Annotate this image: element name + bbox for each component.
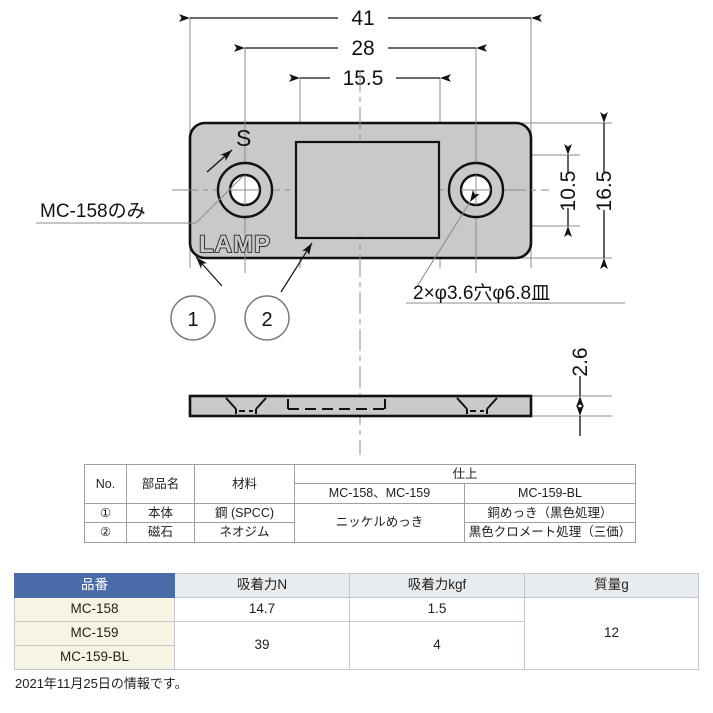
spec-table: 品番 吸着力N 吸着力kgf 質量g MC-158 14.7 1.5 12 MC… — [14, 573, 699, 670]
finish-table-row: ① 本体 鋼 (SPCC) ニッケルめっき 銅めっき（黒色処理） — [84, 502, 636, 543]
finish-row2-finish-bl: 黒色クロメート処理（三価） — [464, 522, 636, 543]
spec-row1-force-n: 14.7 — [174, 597, 350, 622]
dimension-16-5-label: 16.5 — [593, 171, 616, 212]
dimension-10-5-label: 10.5 — [557, 171, 580, 212]
dimension-41-label: 41 — [351, 7, 374, 30]
spec-row1-part-no: MC-158 — [14, 597, 175, 622]
dimension-15-5-label: 15.5 — [343, 67, 384, 90]
dimension-28-label: 28 — [351, 37, 374, 60]
finish-header-part-name: 部品名 — [126, 464, 195, 504]
note-mc158-only: MC-158のみ — [36, 175, 244, 224]
front-view: S LAMP — [172, 70, 549, 455]
finish-row2-no: ② — [84, 522, 127, 543]
spec-row2-force-kgf: 4 — [349, 621, 525, 670]
spec-table-row: MC-159-BL — [14, 645, 699, 670]
finish-row1-part-name: 本体 — [126, 502, 195, 524]
polarity-mark-label: S — [236, 125, 251, 151]
finish-header-no: No. — [84, 464, 127, 504]
balloon-1-circle — [170, 295, 216, 341]
finish-row2-material: ネオジム — [194, 522, 295, 543]
magnet-hidden-outline — [287, 399, 386, 410]
spec-table-header-row: 品番 吸着力N 吸着力kgf 質量g — [14, 573, 699, 598]
spec-header-part-no: 品番 — [14, 573, 175, 598]
spec-header-mass: 質量g — [524, 573, 699, 598]
finish-table-subheader-row: MC-158、MC-159 MC-159-BL — [85, 483, 636, 504]
footnote: 2021年11月25日の情報です。 — [15, 676, 188, 691]
dimension-28: 28 — [234, 37, 487, 60]
spec-table-row: MC-159 39 4 — [14, 621, 699, 670]
countersink-left — [225, 397, 267, 414]
finish-row1-finish-std: ニッケルめっき — [294, 502, 465, 543]
dimension-10-5: 10.5 — [557, 144, 580, 237]
dimension-15-5: 15.5 — [289, 67, 451, 90]
section-view — [188, 394, 533, 418]
dimension-41: 41 — [179, 7, 542, 30]
finish-header-material: 材料 — [194, 464, 295, 504]
finish-subheader-std: MC-158、MC-159 — [294, 483, 465, 504]
section-plate — [188, 394, 533, 418]
technical-drawing: 41 28 15.5 — [36, 7, 625, 455]
hole-right — [447, 161, 505, 219]
dimension-2-6: 2.6 — [569, 347, 592, 436]
countersink-right — [456, 397, 498, 414]
magnet-rect — [294, 140, 441, 240]
note-hole-spec-label: 2×φ3.6穴φ6.8皿 — [413, 282, 550, 304]
finish-row2-part-name: 磁石 — [126, 522, 195, 543]
polarity-mark: S — [206, 125, 251, 173]
spec-mass-value: 12 — [524, 597, 699, 670]
balloon-1: 1 — [170, 256, 223, 341]
finish-header-finish: 仕上 — [294, 463, 636, 485]
hole-left — [216, 161, 274, 219]
balloon-2: 2 — [244, 242, 313, 341]
balloon-1-label: 1 — [187, 309, 198, 331]
spec-row2-part-no: MC-159 — [14, 621, 175, 646]
dimension-16-5: 16.5 — [593, 112, 616, 269]
finish-table-header-row: No. 部品名 材料 仕上 — [84, 463, 636, 504]
drawing-canvas: 41 28 15.5 — [36, 7, 625, 455]
spec-row2-force-n: 39 — [174, 621, 350, 670]
note-mc158-only-label: MC-158のみ — [40, 201, 146, 222]
spec-row3-part-no: MC-159-BL — [14, 645, 175, 670]
finish-subheader-bl: MC-159-BL — [464, 483, 636, 504]
balloon-2-label: 2 — [261, 309, 272, 331]
spec-table-row: MC-158 14.7 1.5 12 — [14, 597, 699, 670]
finish-table: No. 部品名 材料 仕上 MC-158、MC-159 MC-159-BL ① … — [84, 463, 636, 543]
note-hole-spec: 2×φ3.6穴φ6.8皿 — [406, 189, 625, 304]
finish-row1-finish-bl: 銅めっき（黒色処理） — [464, 502, 636, 524]
spec-header-force-kgf: 吸着力kgf — [349, 573, 525, 598]
finish-row1-material: 鋼 (SPCC) — [194, 502, 295, 524]
finish-row1-no: ① — [84, 502, 127, 524]
lamp-logo: LAMP — [199, 231, 271, 258]
finish-table-row: ② 磁石 ネオジム 黒色クロメート処理（三価） — [84, 522, 636, 543]
dimension-2-6-label: 2.6 — [569, 347, 592, 376]
spec-row1-force-kgf: 1.5 — [349, 597, 525, 622]
spec-header-force-n: 吸着力N — [174, 573, 350, 598]
balloon-2-circle — [244, 295, 290, 341]
